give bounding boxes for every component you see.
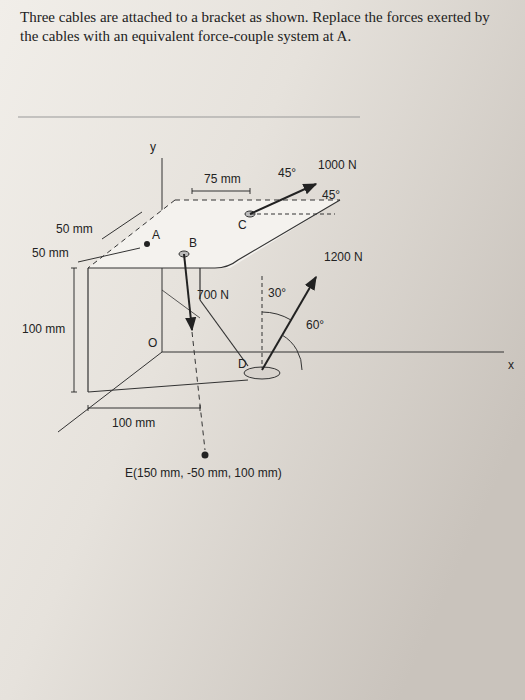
flange-edge (88, 380, 248, 392)
rule-line (18, 117, 360, 118)
axis-label: y (150, 140, 156, 154)
dimension-label: 50 mm (56, 222, 93, 236)
origin-label: O (148, 336, 157, 350)
dimension-label: 50 mm (32, 246, 69, 260)
point-label: B (189, 236, 197, 250)
plate-back-edge (175, 200, 340, 201)
force-arrow (184, 254, 192, 330)
wall-edge (87, 268, 88, 392)
force-label: 700 N (197, 288, 229, 302)
angle-label: 45° (278, 166, 296, 180)
top-plate (88, 200, 340, 268)
wall-inner-edge (162, 290, 200, 318)
dimension-label: 75 mm (204, 172, 241, 186)
x-axis (162, 352, 504, 353)
dimension-line (88, 408, 200, 409)
plate-side-edge (88, 200, 175, 268)
cable-line (192, 332, 205, 450)
dimension-line (74, 268, 75, 392)
point-label: A (152, 228, 160, 242)
point-coordinates: E(150 mm, -50 mm, 100 mm) (125, 466, 282, 480)
axis-label: x (508, 358, 514, 372)
dimension-line (102, 212, 142, 239)
angle-arc (282, 335, 302, 370)
force-label: 1200 N (324, 250, 363, 264)
point-label: D (238, 357, 247, 371)
point-e (202, 452, 209, 459)
angle-arc (262, 312, 291, 320)
dimension-label: 100 mm (112, 416, 155, 430)
dimension-line (192, 191, 250, 192)
reference-line (250, 214, 335, 215)
point-label: C (238, 218, 247, 232)
angle-label: 45° (322, 188, 340, 202)
angle-label: 60° (306, 318, 324, 332)
flange-edge (200, 300, 248, 366)
plate-front-edge (88, 200, 340, 268)
point-a (144, 241, 150, 247)
dimension-label: 100 mm (22, 322, 65, 336)
problem-statement: Three cables are attached to a bracket a… (20, 8, 510, 46)
dimension-line (78, 248, 140, 262)
reference-line (262, 276, 263, 368)
angle-label: 30° (268, 286, 286, 300)
force-label: 1000 N (318, 158, 357, 172)
force-arrow (250, 184, 316, 214)
